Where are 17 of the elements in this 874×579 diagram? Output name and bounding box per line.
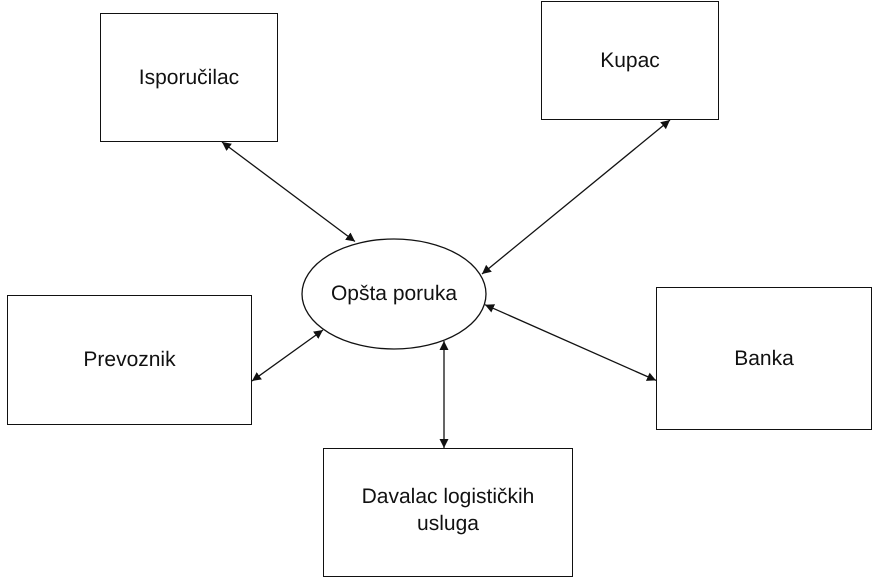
entity-box bbox=[541, 1, 719, 120]
double-arrow bbox=[440, 341, 448, 448]
node-label: Opšta poruka bbox=[330, 281, 458, 308]
double-arrow bbox=[482, 120, 670, 274]
node-label: Isporučilac bbox=[138, 64, 240, 91]
entity-box bbox=[323, 448, 573, 577]
entity-box bbox=[7, 295, 252, 425]
double-arrow bbox=[252, 329, 324, 382]
double-arrow bbox=[222, 141, 356, 242]
entity-box bbox=[656, 287, 872, 430]
node-label: Kupac bbox=[600, 48, 660, 74]
message-ellipse bbox=[301, 238, 487, 350]
node-label: Banka bbox=[734, 346, 794, 372]
double-arrow bbox=[484, 304, 656, 381]
node-label: Davalac logističkih usluga bbox=[360, 484, 536, 538]
entity-box bbox=[100, 13, 278, 142]
node-label: Prevoznik bbox=[83, 347, 176, 374]
